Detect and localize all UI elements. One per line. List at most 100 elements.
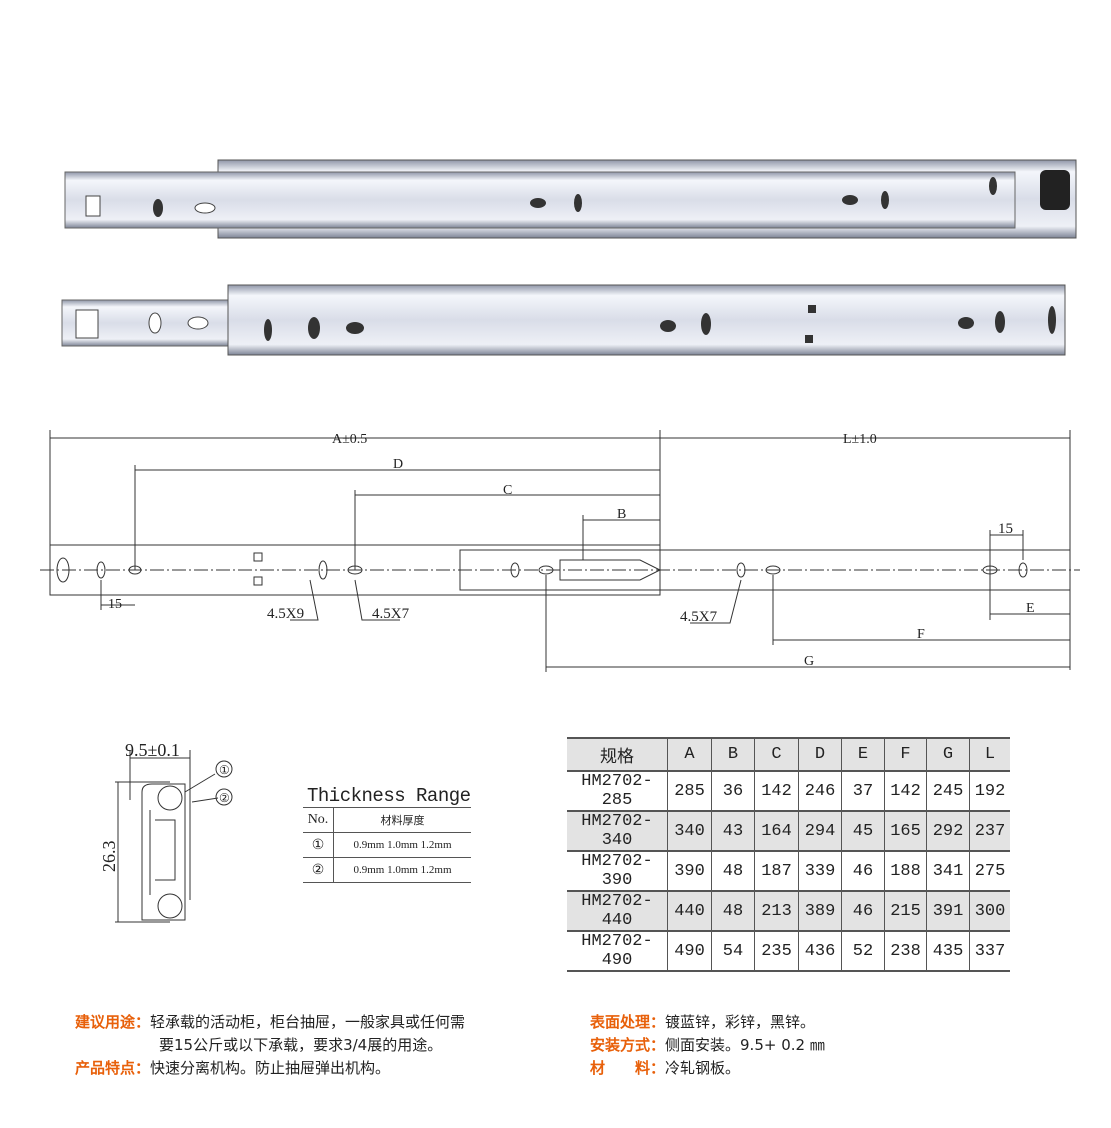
usage-text-2: 要15公斤或以下承载，要求3/4展的用途。	[159, 1036, 443, 1054]
table-cell: 389	[798, 891, 842, 932]
table-cell: 340	[667, 811, 712, 852]
usage-text: 轻承载的活动柜，柜台抽屉，一般家具或任何需	[150, 1013, 466, 1031]
cell: 0.9mm 1.0mm 1.2mm	[333, 857, 471, 883]
table-cell: 436	[798, 931, 842, 972]
table-cell: 52	[841, 931, 885, 972]
dim-b-label: B	[617, 507, 626, 522]
table-cell: 46	[841, 851, 885, 892]
surface-text: 镀蓝锌，彩锌，黑锌。	[665, 1013, 816, 1031]
usage-label: 建议用途：	[75, 1013, 151, 1031]
dim-15-right-label: 15	[998, 521, 1013, 537]
column-header: C	[754, 738, 799, 772]
table-cell: 238	[884, 931, 927, 972]
material-label: 材 料：	[590, 1059, 666, 1077]
table-cell: 300	[969, 891, 1010, 932]
table-cell: 391	[926, 891, 970, 932]
table-cell: 213	[754, 891, 799, 932]
table-cell: 188	[884, 851, 927, 892]
part-2-marker: ②	[219, 791, 230, 805]
table-cell: 165	[884, 811, 927, 852]
table-cell: 46	[841, 891, 885, 932]
dim-c-label: C	[503, 483, 512, 498]
table-cell: 490	[667, 931, 712, 972]
dim-15-left-label: 15	[108, 597, 122, 612]
dim-g-label: G	[804, 654, 814, 669]
table-cell: 142	[884, 771, 927, 812]
header-material-thickness: 材料厚度	[333, 807, 471, 833]
table-cell: HM2702-440	[567, 891, 668, 932]
material-text: 冷轧钢板。	[665, 1059, 741, 1077]
table-cell: 192	[969, 771, 1010, 812]
table-cell: 164	[754, 811, 799, 852]
table-cell: 246	[798, 771, 842, 812]
dim-f-label: F	[917, 627, 925, 642]
cell: ①	[303, 832, 334, 858]
section-width-label: 9.5±0.1	[125, 740, 180, 760]
table-cell: 48	[711, 851, 755, 892]
column-header: A	[667, 738, 712, 772]
cross-section-drawing: 9.5±0.1 26.3 ① ②	[99, 740, 233, 923]
table-cell: 54	[711, 931, 755, 972]
dim-a-label: A±0.5	[332, 432, 367, 447]
dim-d-label: D	[393, 457, 403, 472]
hole-4.5x7-label: 4.5X7	[372, 606, 410, 622]
slide-rail-photos	[61, 159, 1077, 356]
table-cell: 48	[711, 891, 755, 932]
table-cell: 440	[667, 891, 712, 932]
column-header: 规格	[567, 738, 668, 772]
column-header: B	[711, 738, 755, 772]
table-cell: 337	[969, 931, 1010, 972]
column-header: D	[798, 738, 842, 772]
dim-e-label: E	[1026, 601, 1035, 616]
table-cell: HM2702-340	[567, 811, 668, 852]
table-cell: 43	[711, 811, 755, 852]
table-cell: 245	[926, 771, 970, 812]
feature-text: 快速分离机构。防止抽屉弹出机构。	[150, 1059, 391, 1077]
table-cell: 235	[754, 931, 799, 972]
dim-l-label: L±1.0	[843, 432, 877, 447]
cell: ②	[303, 857, 334, 883]
finish-note: 表面处理：镀蓝锌，彩锌，黑锌。 安装方式：侧面安装。9.5+ 0.2 ㎜ 材 料…	[590, 1011, 825, 1080]
table-cell: 215	[884, 891, 927, 932]
table-cell: HM2702-390	[567, 851, 668, 892]
table-cell: 36	[711, 771, 755, 812]
hole-4.5x9-label: 4.5X9	[267, 606, 304, 622]
table-cell: 142	[754, 771, 799, 812]
table-cell: 285	[667, 771, 712, 812]
column-header: F	[884, 738, 927, 772]
hole-4.5x7-label: 4.5X7	[680, 609, 718, 625]
table-cell: 275	[969, 851, 1010, 892]
table-cell: 339	[798, 851, 842, 892]
table-cell: 45	[841, 811, 885, 852]
cell: 0.9mm 1.0mm 1.2mm	[333, 832, 471, 858]
technical-drawing: A±0.5 L±1.0 D C B 15 15 4.5X9 4.5X7 4.5X…	[40, 430, 1080, 672]
usage-note: 建议用途：轻承载的活动柜，柜台抽屉，一般家具或任何需 要15公斤或以下承载，要求…	[75, 1011, 465, 1080]
column-header: E	[841, 738, 885, 772]
rail-photo-closed	[61, 284, 1066, 356]
thickness-title: Thickness Range	[307, 785, 471, 807]
install-text: 侧面安装。9.5+ 0.2 ㎜	[665, 1036, 825, 1054]
rail-photo-extended	[64, 159, 1077, 239]
part-1-marker: ①	[219, 763, 230, 777]
table-cell: 292	[926, 811, 970, 852]
surface-label: 表面处理：	[590, 1013, 666, 1031]
column-header: L	[969, 738, 1010, 772]
section-height-label: 26.3	[99, 841, 119, 873]
table-cell: 237	[969, 811, 1010, 852]
table-cell: 341	[926, 851, 970, 892]
table-cell: 390	[667, 851, 712, 892]
feature-label: 产品特点：	[75, 1059, 151, 1077]
table-cell: 187	[754, 851, 799, 892]
install-label: 安装方式：	[590, 1036, 666, 1054]
